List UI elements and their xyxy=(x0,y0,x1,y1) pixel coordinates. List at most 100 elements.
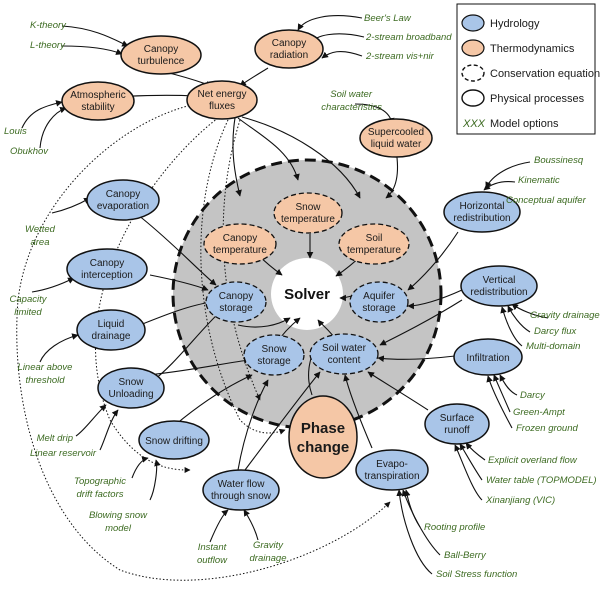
node-aquifer-storage: Aquifer storage xyxy=(349,281,409,323)
svg-text:evaporation: evaporation xyxy=(97,201,149,212)
legend-physical-swatch xyxy=(461,89,485,107)
svg-text:Surface: Surface xyxy=(440,413,475,424)
node-canopy-interception: Canopy interception xyxy=(66,248,148,290)
svg-text:interception: interception xyxy=(81,270,133,281)
svg-text:storage: storage xyxy=(257,356,291,367)
svg-text:temperature: temperature xyxy=(281,214,335,225)
svg-text:temperature: temperature xyxy=(213,245,267,256)
legend-options-marker: XXX xyxy=(462,118,486,130)
svg-text:Unloading: Unloading xyxy=(108,389,153,400)
option-blowing-snow-model-2: model xyxy=(105,523,132,534)
connections xyxy=(16,15,549,581)
model-options: K-theory L-theory Louis Obukhov Beer's L… xyxy=(4,13,600,580)
svg-text:Vertical: Vertical xyxy=(483,275,516,286)
option-linear-above-threshold-2: threshold xyxy=(25,375,65,386)
option-blowing-snow-model: Blowing snow xyxy=(89,510,148,521)
svg-text:transpiration: transpiration xyxy=(364,471,419,482)
svg-text:radiation: radiation xyxy=(270,50,308,61)
node-canopy-evaporation: Canopy evaporation xyxy=(86,179,160,221)
svg-text:Canopy: Canopy xyxy=(272,38,306,49)
node-canopy-turbulence: Canopy turbulence xyxy=(120,35,202,75)
option-water-table-topmodel: Water table (TOPMODEL) xyxy=(486,475,597,486)
node-net-energy-fluxes: Net energy fluxes xyxy=(186,80,258,120)
svg-text:Canopy: Canopy xyxy=(90,258,124,269)
svg-text:Soil: Soil xyxy=(366,233,383,244)
node-snow-storage: Snow storage xyxy=(243,334,305,376)
node-supercooled-liquid-water: Supercooled liquid water xyxy=(359,118,433,158)
legend-thermodynamics-label: Thermodynamics xyxy=(490,43,575,55)
svg-text:Net energy: Net energy xyxy=(198,89,247,100)
option-ball-berry: Ball-Berry xyxy=(444,550,487,561)
svg-text:storage: storage xyxy=(219,303,253,314)
option-topographic-drift-factors-2: drift factors xyxy=(77,489,124,500)
option-kinematic: Kinematic xyxy=(518,175,560,186)
legend: Hydrology Thermodynamics Conservation eq… xyxy=(456,3,600,135)
svg-text:Snow: Snow xyxy=(295,202,321,213)
svg-text:Canopy: Canopy xyxy=(106,189,140,200)
node-snow-unloading: Snow Unloading xyxy=(97,367,165,409)
node-atmospheric-stability: Atmospheric stability xyxy=(61,81,135,121)
svg-text:Canopy: Canopy xyxy=(223,233,257,244)
svg-text:Snow: Snow xyxy=(118,377,144,388)
option-gravity-drainage-snow: Gravity xyxy=(253,540,284,551)
svg-text:stability: stability xyxy=(81,102,114,113)
node-phase-change: Phase change xyxy=(288,395,358,479)
option-2-stream-broadband: 2-stream broadband xyxy=(365,32,452,43)
option-instant-outflow-2: outflow xyxy=(197,555,228,566)
node-vertical-redistribution: Vertical redistribution xyxy=(460,265,538,307)
svg-text:Aquifer: Aquifer xyxy=(363,291,395,302)
svg-text:turbulence: turbulence xyxy=(138,56,185,67)
option-melt-drip: Melt drip xyxy=(37,433,73,444)
node-snow-temperature: Snow temperature xyxy=(273,192,343,234)
svg-text:change: change xyxy=(297,439,350,456)
option-linear-reservoir: Linear reservoir xyxy=(30,448,97,459)
svg-text:through snow: through snow xyxy=(211,491,272,502)
node-soil-temperature: Soil temperature xyxy=(338,223,410,265)
node-surface-runoff: Surface runoff xyxy=(424,403,490,445)
node-infiltration: Infiltration xyxy=(453,338,523,376)
svg-text:liquid water: liquid water xyxy=(371,139,422,150)
node-water-flow-through-snow: Water flow through snow xyxy=(202,469,280,511)
node-snow-drifting: Snow drifting xyxy=(138,420,210,460)
option-darcy: Darcy xyxy=(520,390,546,401)
node-canopy-storage: Canopy storage xyxy=(205,281,267,323)
option-conceptual-aquifer: Conceptual aquifer xyxy=(506,195,587,206)
option-l-theory: L-theory xyxy=(30,40,66,51)
option-gravity-drainage-snow-2: drainage xyxy=(250,553,287,564)
option-xinanjiang-vic: Xinanjiang (VIC) xyxy=(485,495,555,506)
legend-thermodynamics-swatch xyxy=(461,39,485,57)
option-capacity-limited: Capacity xyxy=(10,294,48,305)
option-k-theory: K-theory xyxy=(30,20,67,31)
legend-hydrology-swatch xyxy=(461,14,485,32)
solver-label: Solver xyxy=(284,286,330,303)
legend-hydrology-label: Hydrology xyxy=(490,18,540,30)
option-green-ampt: Green-Ampt xyxy=(513,407,565,418)
option-topographic-drift-factors: Topographic xyxy=(74,476,126,487)
svg-text:Water flow: Water flow xyxy=(218,479,266,490)
node-liquid-drainage: Liquid drainage xyxy=(76,309,146,351)
svg-text:runoff: runoff xyxy=(444,425,470,436)
legend-physical-label: Physical processes xyxy=(490,93,585,105)
option-capacity-limited-2: limited xyxy=(14,307,42,318)
node-horizontal-redistribution: Horizontal redistribution xyxy=(443,191,521,233)
option-boussinesq: Boussinesq xyxy=(534,155,584,166)
option-darcy-flux: Darcy flux xyxy=(534,326,577,337)
option-beers-law: Beer's Law xyxy=(364,13,412,24)
svg-text:Atmospheric: Atmospheric xyxy=(70,90,126,101)
option-soil-water-characteristics-2: characteristics xyxy=(321,102,382,113)
node-evapotranspiration: Evapo- transpiration xyxy=(355,449,429,491)
solver-core xyxy=(271,258,343,330)
svg-text:Canopy: Canopy xyxy=(144,44,178,55)
svg-text:Liquid: Liquid xyxy=(98,319,125,330)
svg-text:Canopy: Canopy xyxy=(219,291,253,302)
svg-text:Horizontal: Horizontal xyxy=(459,201,504,212)
option-linear-above-threshold: Linear above xyxy=(18,362,73,373)
option-soil-water-characteristics: Soil water xyxy=(330,89,373,100)
svg-text:drainage: drainage xyxy=(92,331,131,342)
node-soil-water-content: Soil water content xyxy=(309,333,379,375)
legend-conservation-swatch xyxy=(461,64,485,82)
option-louis: Louis xyxy=(4,126,27,137)
svg-text:content: content xyxy=(328,355,361,366)
svg-text:storage: storage xyxy=(362,303,396,314)
